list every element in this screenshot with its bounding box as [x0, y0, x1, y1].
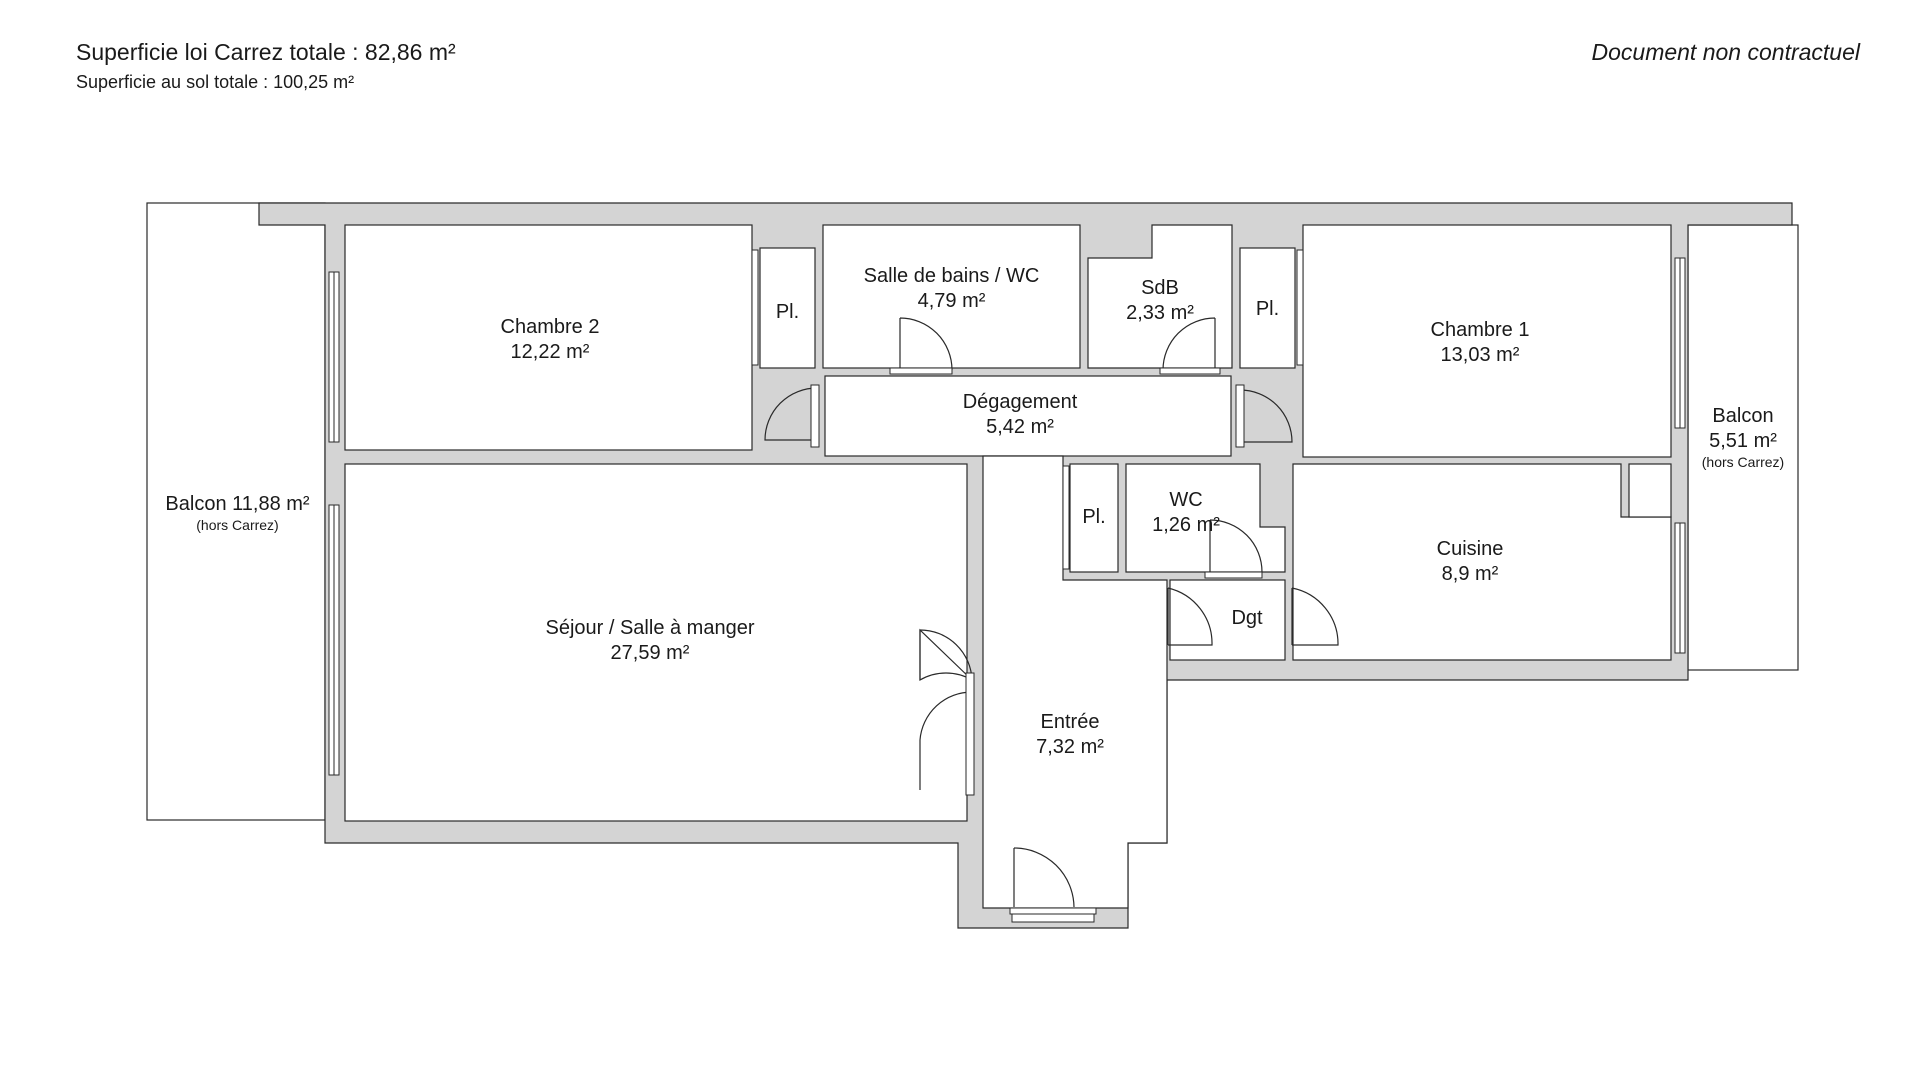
door-wc	[1209, 519, 1263, 573]
door-salle-de-bains	[899, 317, 953, 371]
room-name: Cuisine	[1436, 538, 1504, 560]
room-area: 5,42 m²	[986, 416, 1054, 438]
label-cuisine: Cuisine 8,9 m²	[1370, 537, 1570, 587]
doors	[764, 317, 1339, 908]
label-sejour: Séjour / Salle à manger 27,59 m²	[480, 616, 820, 666]
label-balcon-right: Balcon 5,51 m² (hors Carrez)	[1688, 404, 1798, 471]
total-floor-area: Superficie au sol totale : 100,25 m²	[76, 72, 355, 92]
room-name: Chambre 2	[500, 316, 600, 338]
room-chambre-1	[1302, 224, 1672, 458]
placard-doors	[751, 249, 1304, 570]
balconies	[146, 202, 1799, 821]
room-area: 4,79 m²	[917, 290, 986, 312]
room-area: 27,59 m²	[610, 642, 690, 664]
label-placard-c: Pl.	[1070, 505, 1118, 530]
room-placard-c	[1069, 463, 1119, 573]
label-degagement: Dégagement 5,42 m²	[900, 390, 1140, 440]
room-name: WC	[1169, 489, 1203, 511]
room-name: Dgt	[1231, 607, 1263, 629]
room-degagement	[824, 375, 1232, 457]
room-area: 8,9 m²	[1441, 563, 1499, 585]
door-sejour-bottom	[919, 691, 973, 790]
room-cuisine-niche	[1628, 463, 1672, 518]
room-placard-b	[1239, 247, 1296, 369]
door-frames	[810, 367, 1263, 915]
room-salle-de-bains-wc	[822, 224, 1081, 369]
door-entree	[1013, 847, 1075, 908]
label-wc: WC 1,26 m²	[1126, 488, 1246, 538]
room-name: Pl.	[775, 301, 800, 323]
balcony-right	[1687, 224, 1799, 671]
room-area: 12,22 m²	[510, 341, 590, 363]
rooms	[344, 224, 1672, 909]
label-dgt: Dgt	[1212, 606, 1282, 631]
label-entree: Entrée 7,32 m²	[990, 710, 1150, 760]
label-balcon-left: Balcon 11,88 m² (hors Carrez)	[150, 492, 325, 534]
door-dgt-left	[1167, 587, 1213, 646]
disclaimer: Document non contractuel	[1591, 39, 1861, 65]
label-sdb: SdB 2,33 m²	[1088, 276, 1232, 326]
room-chambre-2	[344, 224, 753, 451]
room-area: 13,03 m²	[1440, 344, 1520, 366]
total-carrez-area: Superficie loi Carrez totale : 82,86 m²	[76, 39, 456, 65]
room-dgt	[1169, 579, 1286, 661]
room-note: (hors Carrez)	[1701, 454, 1785, 470]
room-name: Balcon 11,88 m²	[165, 493, 310, 515]
room-name: Chambre 1	[1430, 319, 1530, 341]
room-name: Pl.	[1082, 506, 1106, 528]
room-name: Pl.	[1255, 298, 1280, 320]
room-name: SdB	[1141, 277, 1179, 299]
room-sdb	[1087, 224, 1233, 369]
room-sejour	[344, 463, 968, 822]
room-placard-a	[759, 247, 816, 369]
door-sejour-top-b	[919, 629, 973, 681]
door-sdb	[1162, 317, 1216, 371]
room-area: 2,33 m²	[1126, 302, 1194, 324]
label-chambre-2: Chambre 2 12,22 m²	[440, 315, 660, 365]
label-placard-a: Pl.	[760, 300, 815, 325]
room-area: 7,32 m²	[1036, 736, 1104, 758]
room-note: (hors Carrez)	[196, 517, 279, 533]
label-chambre-1: Chambre 1 13,03 m²	[1370, 318, 1590, 368]
label-placard-b: Pl.	[1240, 297, 1295, 322]
room-name: Entrée	[1040, 711, 1100, 733]
door-cuisine	[1291, 587, 1339, 646]
room-name: Séjour / Salle à manger	[545, 617, 755, 639]
room-wc	[1125, 463, 1286, 573]
room-name: Balcon	[1712, 405, 1774, 427]
label-salle-de-bains-wc: Salle de bains / WC 4,79 m²	[823, 264, 1080, 314]
room-area: 1,26 m²	[1152, 514, 1220, 536]
room-name: Salle de bains / WC	[863, 265, 1040, 287]
room-area: 5,51 m²	[1709, 430, 1777, 452]
room-name: Dégagement	[962, 391, 1078, 413]
